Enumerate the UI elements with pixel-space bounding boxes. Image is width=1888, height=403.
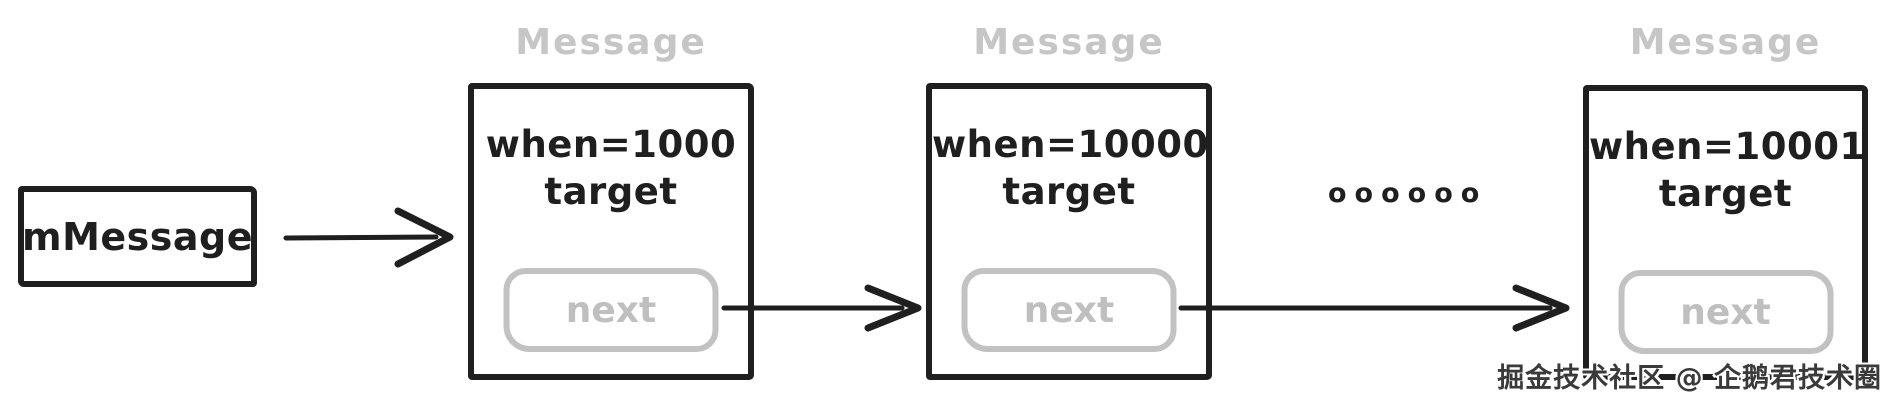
message-node-2: when=10001 target next	[1583, 85, 1868, 380]
mmessage-node: mMessage	[18, 186, 257, 287]
message-node-1-fields: when=10000 target	[932, 121, 1209, 215]
next-pointer-2: next	[1618, 270, 1833, 354]
field-when: when=10000	[932, 123, 1209, 166]
next-pointer-0: next	[503, 268, 719, 352]
field-target: target	[1002, 170, 1136, 213]
field-when: when=10001	[1589, 125, 1866, 168]
next-pointer-1: next	[961, 268, 1177, 352]
message-node-2-fields: when=10001 target	[1589, 123, 1866, 217]
mmessage-label: mMessage	[21, 214, 254, 259]
message-node-1-title: Message	[973, 22, 1165, 63]
message-node-0-title: Message	[515, 22, 707, 63]
message-node-0-fields: when=1000 target	[474, 121, 748, 215]
arrow-node1-to-node2-icon	[1178, 284, 1570, 332]
field-when: when=1000	[485, 123, 737, 166]
message-node-2-title: Message	[1629, 22, 1822, 63]
ellipsis-dots: oooooo	[1328, 178, 1488, 209]
field-target: target	[544, 170, 678, 213]
message-node-0: when=1000 target next	[468, 83, 754, 380]
message-node-1: when=10000 target next	[926, 83, 1212, 380]
watermark-text: 掘金技术社区 @ 企鹅君技术圈	[1497, 363, 1882, 394]
field-target: target	[1658, 172, 1793, 215]
arrow-head-to-node0-icon	[283, 207, 454, 268]
